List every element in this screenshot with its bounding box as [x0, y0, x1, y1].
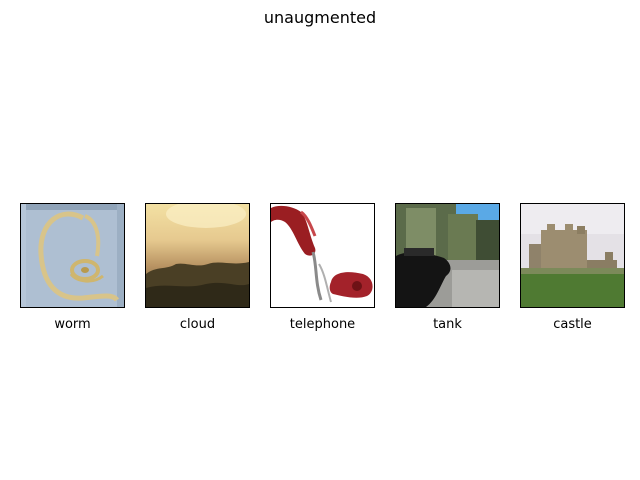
label-telephone: telephone [289, 317, 356, 332]
label-worm: worm [54, 317, 91, 332]
image-telephone [270, 203, 375, 308]
label-castle: castle [553, 317, 592, 332]
image-cloud [145, 203, 250, 308]
image-castle [520, 203, 625, 308]
image-tank [395, 203, 500, 308]
label-cloud: cloud [179, 317, 216, 332]
figure-title: unaugmented [263, 8, 377, 27]
image-worm [20, 203, 125, 308]
label-tank: tank [433, 317, 462, 332]
